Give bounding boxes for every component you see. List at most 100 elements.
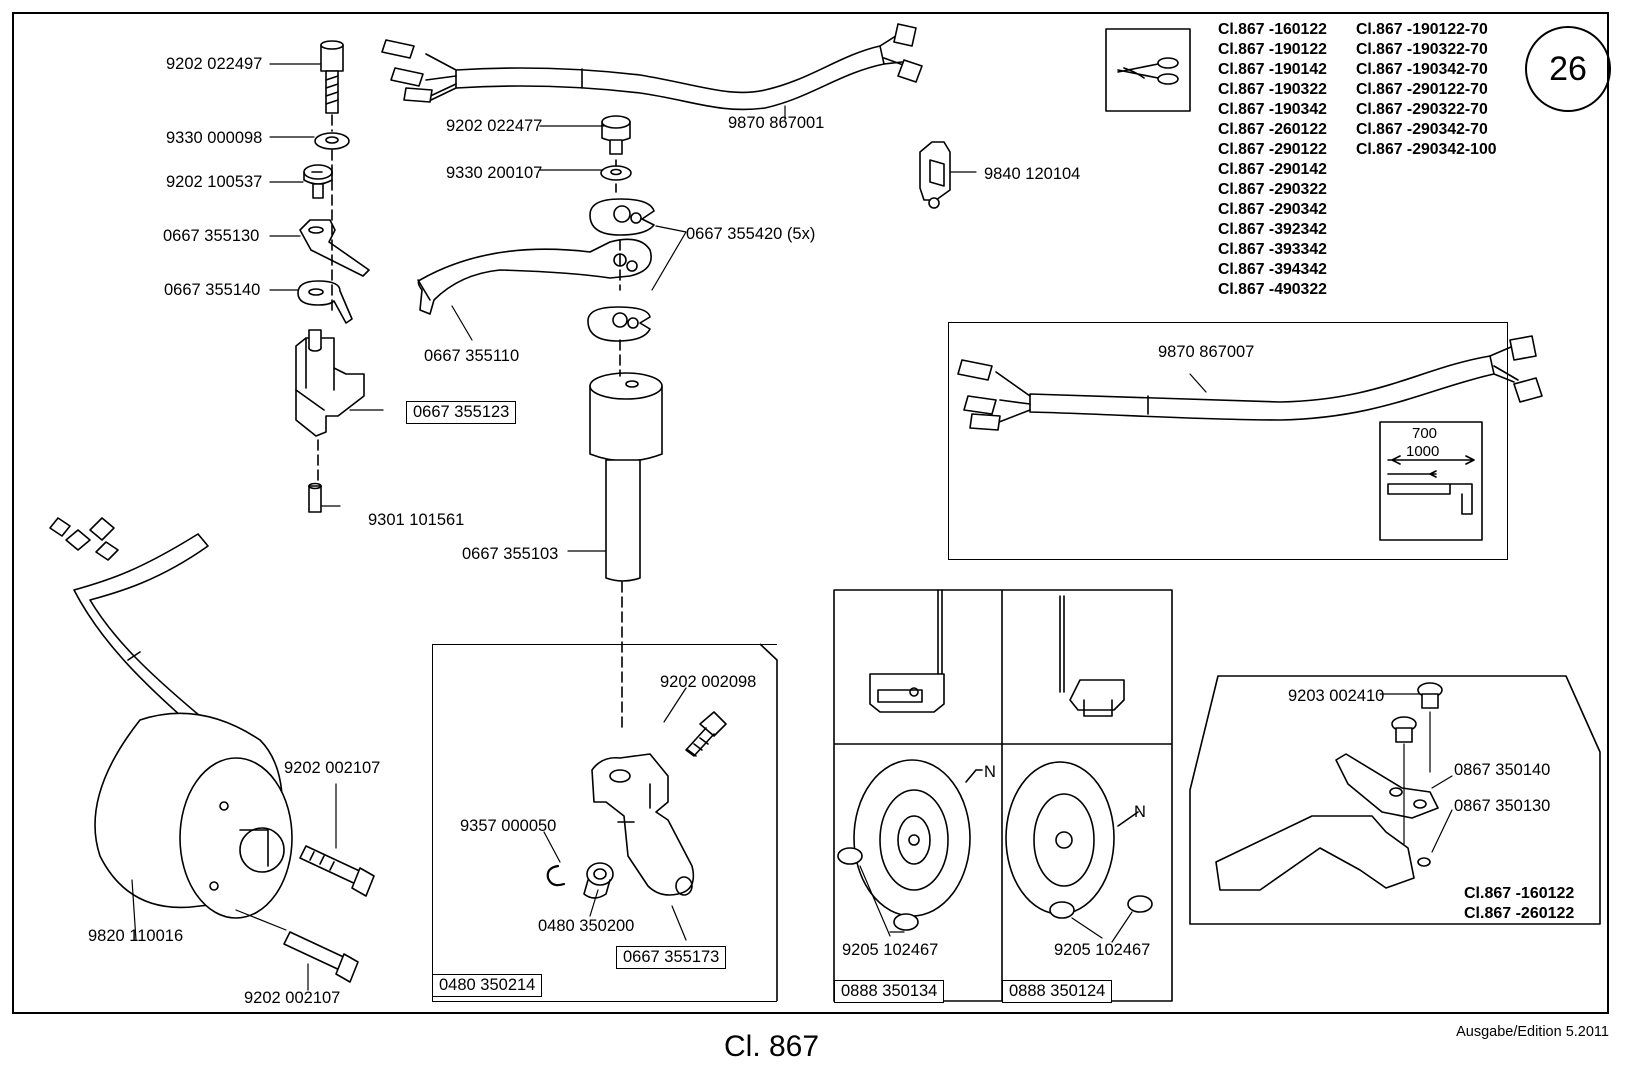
part-label-boxed: 0888 350134 [834, 980, 945, 1003]
part-label-boxed: 0888 350124 [1002, 980, 1113, 1003]
model-item: Cl.867 -290342 [1218, 201, 1327, 218]
block-0667-355123 [295, 329, 365, 437]
orientation-mark: N [984, 763, 996, 781]
lever-0667-355110 [417, 238, 652, 315]
part-label: 9202 002107 [244, 989, 341, 1007]
model-item: Cl.867 -190122-70 [1356, 21, 1488, 38]
part-label-boxed: 0480 350214 [432, 974, 543, 997]
needle-plate-detail-2 [1059, 595, 1125, 717]
dimension-label: 1000 [1406, 443, 1440, 460]
lever-0667-355173 [591, 753, 695, 896]
pin-9301-101561 [308, 482, 322, 513]
model-list-1: Cl.867 -160122 Cl.867 -190122 Cl.867 -19… [1218, 20, 1327, 300]
page-number: 26 [1525, 26, 1611, 112]
model-item: Cl.867 -392342 [1218, 221, 1327, 238]
model-list-2: Cl.867 -190122-70 Cl.867 -190322-70 Cl.8… [1356, 20, 1497, 160]
model-item: Cl.867 -290122 [1218, 141, 1327, 158]
plate-0867-350140 [1335, 753, 1439, 819]
model-item: Cl.867 -190342-70 [1356, 61, 1488, 78]
part-label: 9202 100537 [166, 173, 263, 191]
part-label: 9330 000098 [166, 129, 263, 147]
model-item: Cl.867 -290122-70 [1356, 81, 1488, 98]
screw-9202-022477 [601, 115, 631, 155]
screw-9202-002107-lower [283, 931, 359, 983]
shaft-0667-355103 [589, 372, 663, 582]
part-label: 0667 355420 (5x) [686, 225, 816, 243]
scissors-icon [1105, 28, 1191, 112]
setscrews-9205-102467 [837, 847, 1153, 943]
model-item: Cl.867 -290322 [1218, 181, 1327, 198]
cable-9870-867001 [381, 23, 923, 111]
part-label: 9357 000050 [460, 817, 557, 835]
part-label: 9840 120104 [984, 165, 1081, 183]
part-label: 9202 002107 [284, 759, 381, 777]
model-item: Cl.867 -190322 [1218, 81, 1327, 98]
model-item: Cl.867 -160122 [1218, 21, 1327, 38]
drawing-frame [12, 12, 1609, 1014]
model-item: Cl.867 -290142 [1218, 161, 1327, 178]
model-item: Cl.867 -190322-70 [1356, 41, 1488, 58]
model-item: Cl.867 -394342 [1218, 261, 1327, 278]
assembly-axis-center [615, 159, 623, 733]
screws-9203-002410 [1391, 682, 1443, 743]
model-item: Cl.867 -290342-100 [1356, 141, 1497, 158]
orientation-mark: N [1134, 803, 1146, 821]
assembly-axis-left [317, 114, 333, 485]
bobbin-case-0888-350134 [853, 759, 983, 917]
screw-9202-002098 [685, 711, 727, 757]
lever-inset-panel [432, 644, 777, 1002]
part-label: 9820 110016 [88, 927, 184, 945]
part-label: 9203 002410 [1288, 687, 1385, 705]
spacer-0667-355420-bottom [587, 306, 651, 342]
model-item: Cl.867 -290322-70 [1356, 101, 1488, 118]
model-title: Cl. 867 [724, 1030, 820, 1063]
latch-0667-355130 [299, 219, 370, 277]
variants-grid [833, 589, 1173, 1002]
part-label: 0667 355103 [462, 545, 559, 563]
part-label: 9870 867001 [728, 114, 825, 132]
part-label: 0667 355110 [424, 347, 520, 365]
part-label: 0867 350140 [1454, 761, 1551, 779]
model-note: Cl.867 -160122 [1464, 885, 1575, 902]
model-item: Cl.867 -190122 [1218, 41, 1327, 58]
dimension-label: 700 [1412, 425, 1438, 442]
cable-9870-867007 [957, 335, 1543, 431]
bushing-0480-350200 [583, 862, 614, 899]
spacer-0667-355420-top [589, 198, 655, 236]
part-label-boxed: 0667 355123 [406, 401, 517, 424]
part-label: 9205 102467 [1054, 941, 1151, 959]
needle-plate-detail-1 [869, 589, 945, 713]
model-item: Cl.867 -260122 [1218, 121, 1327, 138]
part-label: 9205 102467 [842, 941, 939, 959]
part-label: 0480 350200 [538, 917, 635, 935]
part-label: 0667 355140 [164, 281, 261, 299]
washer-9330-200107 [600, 165, 632, 181]
edition-label: Ausgabe/Edition 5.2011 [1456, 1024, 1609, 1040]
part-label: 9202 002098 [660, 673, 757, 691]
screw-9202-022497 [320, 40, 344, 114]
part-label: 9202 022497 [166, 55, 263, 73]
part-label: 9301 101561 [368, 511, 465, 529]
model-item: Cl.867 -190342 [1218, 101, 1327, 118]
part-label: 9202 022477 [446, 117, 543, 135]
model-item: Cl.867 -290342-70 [1356, 121, 1488, 138]
part-label-boxed: 0667 355173 [616, 946, 727, 969]
screw-9202-100537 [303, 164, 333, 199]
model-item: Cl.867 -393342 [1218, 241, 1327, 258]
connector-9840-120104 [919, 141, 977, 209]
part-label: 9330 200107 [446, 164, 543, 182]
screw-9202-002107-upper [299, 845, 375, 897]
part-label: 0667 355130 [163, 227, 260, 245]
part-label: 9870 867007 [1158, 343, 1255, 361]
part-label: 0867 350130 [1454, 797, 1551, 815]
bracket-0867-350130 [1215, 815, 1431, 891]
motor-9820-110016 [49, 517, 293, 941]
bobbin-case-0888-350124 [1005, 761, 1139, 915]
clip-0667-355140 [297, 280, 353, 324]
model-item: Cl.867 -190142 [1218, 61, 1327, 78]
ring-9357-000050 [546, 864, 566, 887]
washer-9330-000098 [314, 132, 350, 150]
right-inset-border [1189, 675, 1601, 925]
cable-length-detail [1379, 421, 1483, 541]
